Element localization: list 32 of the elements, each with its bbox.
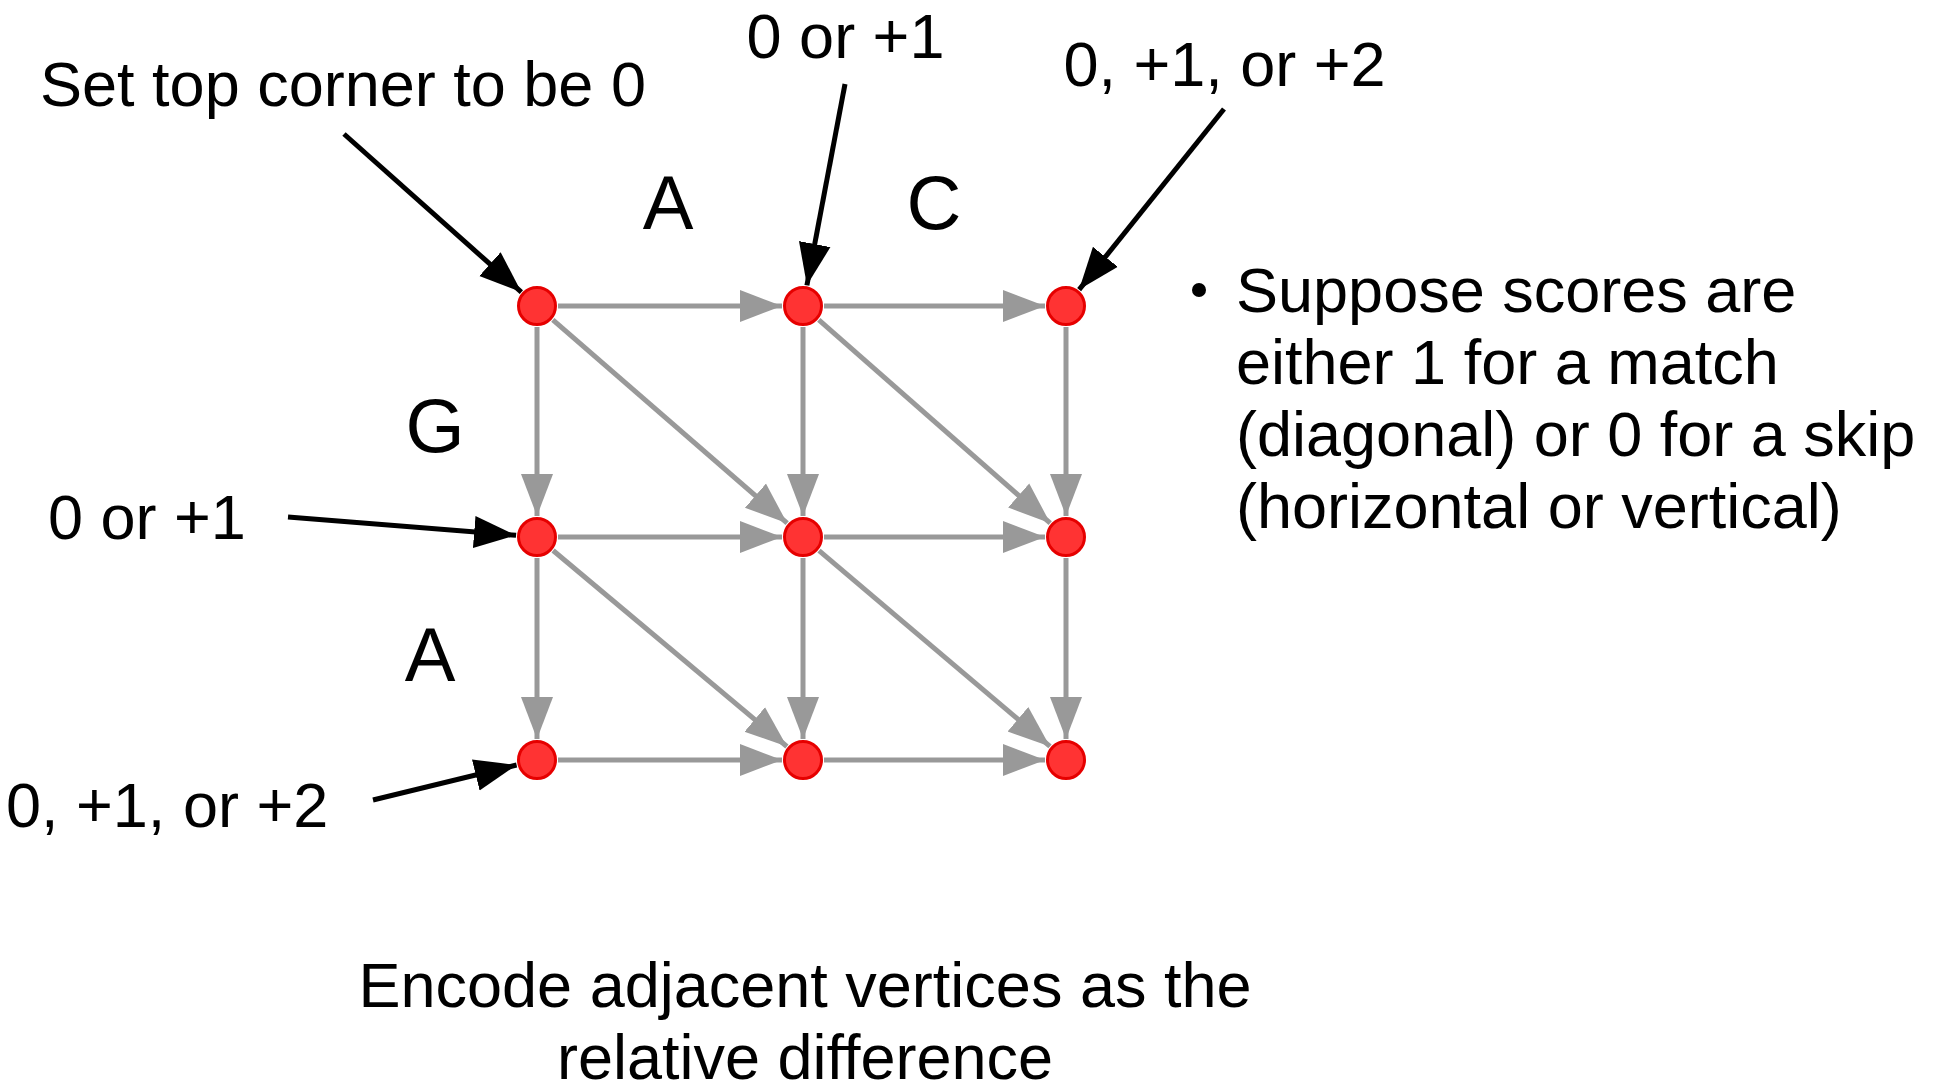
arrow <box>551 548 789 749</box>
arrow <box>1050 558 1082 739</box>
sequence-letter: C <box>906 163 962 243</box>
arrow <box>521 327 553 516</box>
arrow <box>342 132 523 294</box>
arrow <box>817 548 1052 749</box>
arrow <box>1077 107 1226 292</box>
arrow <box>824 521 1045 553</box>
sequence-letter: A <box>642 163 694 243</box>
arrow <box>558 290 782 322</box>
arrow <box>817 318 1052 525</box>
annotation-text: 0 or +1 <box>746 0 945 72</box>
arrow <box>558 521 782 553</box>
annotation-text: 0, +1, or +2 <box>6 769 329 841</box>
arrow <box>372 759 518 803</box>
arrow <box>787 327 819 516</box>
arrow <box>287 514 517 548</box>
annotation-text: 0, +1, or +2 <box>1063 28 1386 100</box>
arrow <box>521 558 553 739</box>
arrow <box>824 290 1045 322</box>
bullet-text: Suppose scores are either 1 for a match (diagonal) or 0 for a skip (horizontal or vertical) <box>1236 254 1917 542</box>
sequence-letter: G <box>405 386 465 466</box>
caption: Encode adjacent vertices as the relative difference <box>357 949 1253 1081</box>
arrow <box>551 317 789 526</box>
arrow <box>824 744 1045 776</box>
arrow <box>558 744 782 776</box>
sequence-letter: A <box>404 615 456 695</box>
arrow <box>787 558 819 739</box>
annotation-text: 0 or +1 <box>48 481 246 553</box>
annotation-text: Set top corner to be 0 <box>40 48 646 120</box>
arrow <box>1050 327 1082 516</box>
arrow <box>799 83 848 286</box>
